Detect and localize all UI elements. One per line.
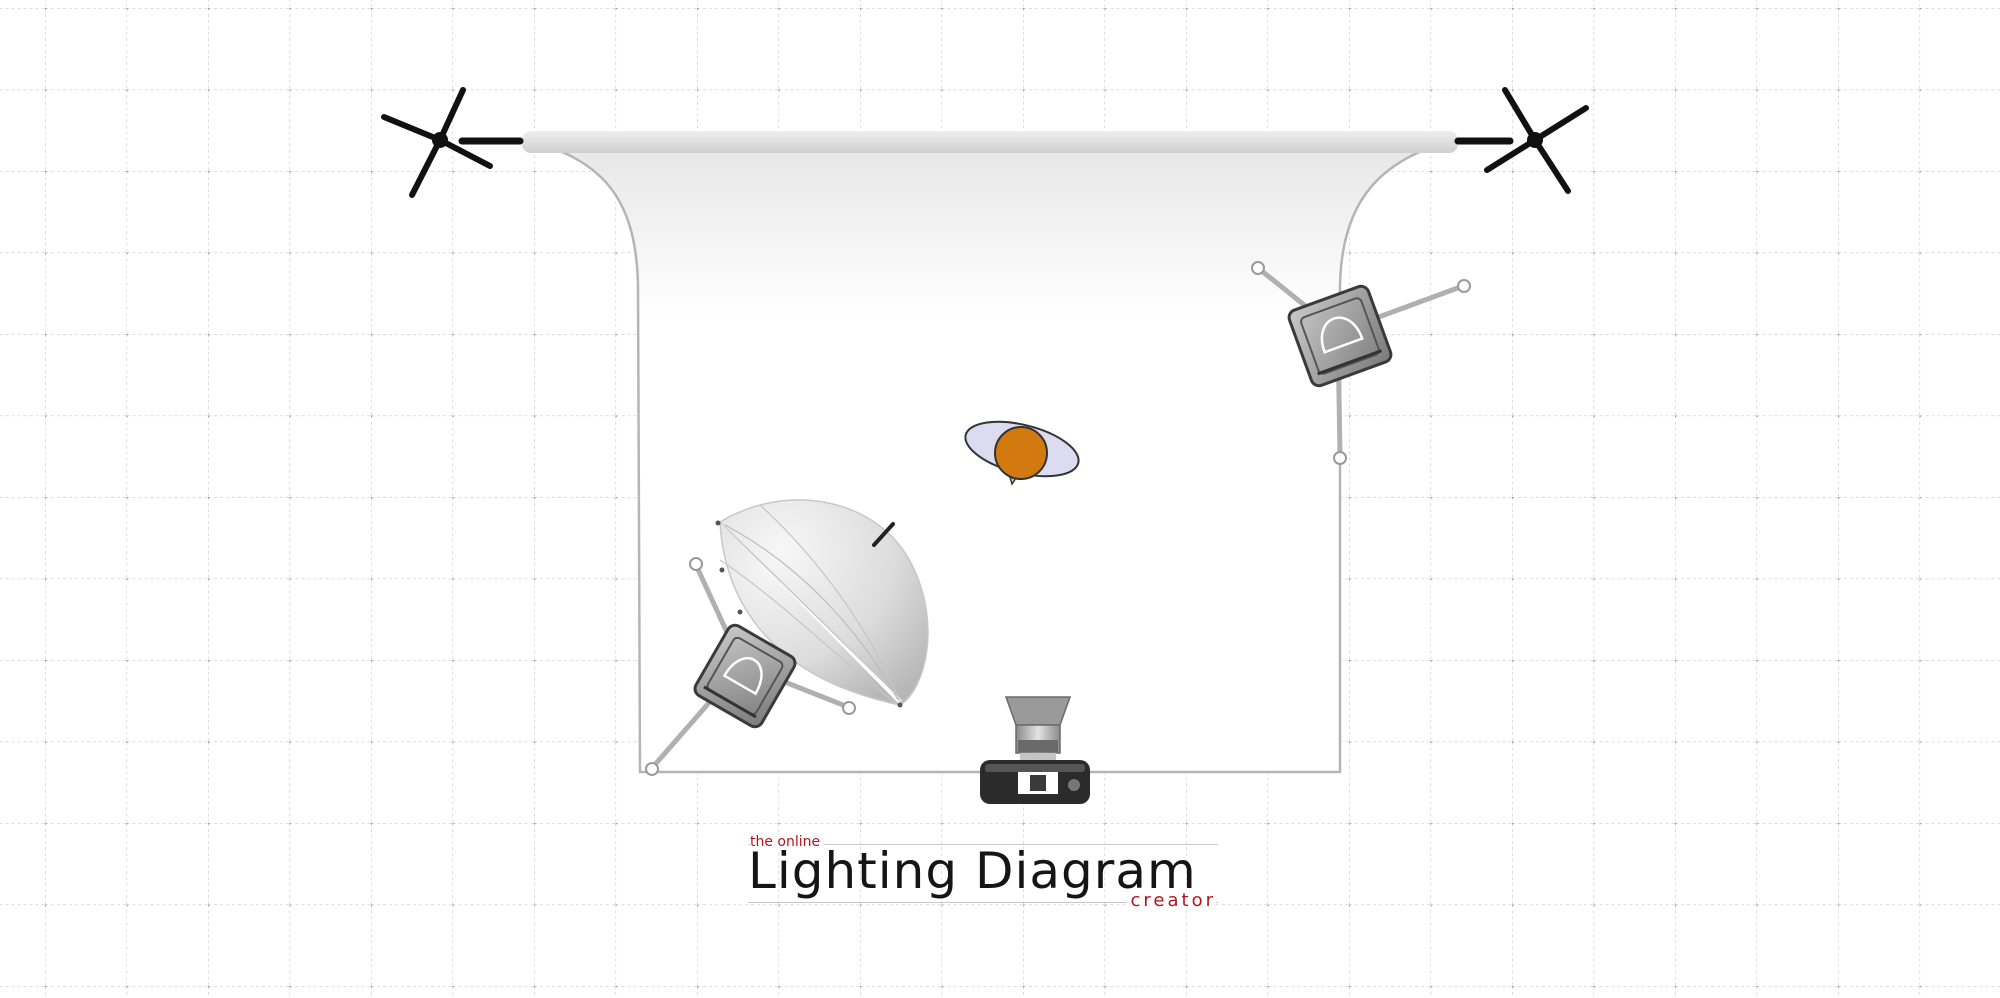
logo-tagline-top: the online xyxy=(750,834,825,850)
camera-icon[interactable] xyxy=(980,696,1090,804)
backdrop-stand-left-icon[interactable] xyxy=(381,87,493,198)
logo-title: Lighting Diagram xyxy=(748,842,1197,900)
umbrella-icon[interactable] xyxy=(715,499,929,708)
backdrop-crossbar xyxy=(522,131,1458,153)
subject-head xyxy=(994,426,1048,480)
subject-person-icon[interactable] xyxy=(960,412,1084,487)
umbrella-shaft xyxy=(872,522,895,547)
logo-divider-top xyxy=(748,844,1218,845)
backdrop-stand-right-icon[interactable] xyxy=(1484,87,1589,194)
app-logo: the online Lighting Diagram creator xyxy=(748,832,1218,912)
logo-divider-bottom xyxy=(748,902,1218,903)
strobe-light-icon[interactable] xyxy=(1251,261,1471,465)
strobe-light-icon[interactable] xyxy=(645,557,856,776)
logo-tagline-bottom: creator xyxy=(1126,890,1216,911)
